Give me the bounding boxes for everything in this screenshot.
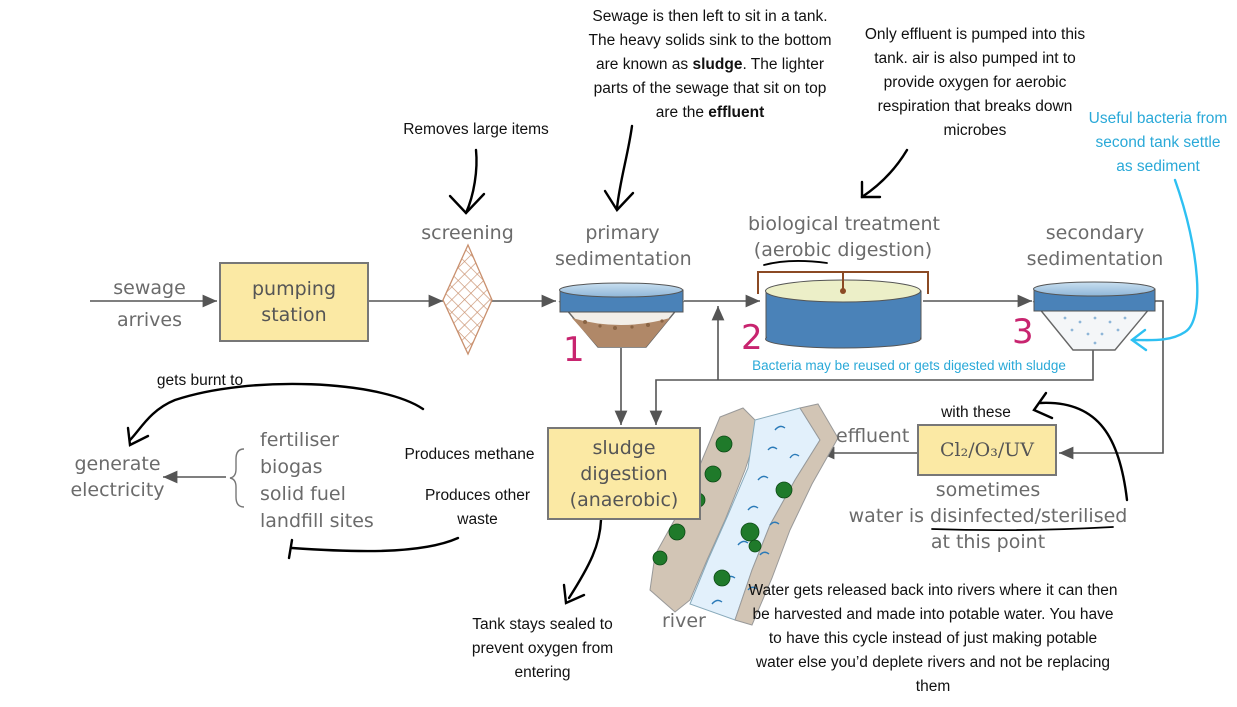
step-number-2: 2 [741, 318, 763, 358]
note-removes-large-items: Removes large items [403, 121, 549, 138]
sludge-digestion-box: sludge digestion (anaerobic) [547, 427, 701, 520]
note-tank-sealed: Tank stays sealed to prevent oxygen from… [471, 616, 614, 681]
label-sometimes: sometimes [935, 479, 1041, 501]
label-aerobic-digestion: (aerobic digestion) [753, 239, 933, 261]
note-bacteria-settle: Useful bacteria from second tank settle … [1088, 110, 1228, 175]
label-at-this-point: at this point [930, 531, 1046, 553]
note-aerobic-tank: Only effluent is pumped into this tank. … [864, 26, 1086, 139]
product-item: solid fuel [260, 483, 346, 505]
note-produces-methane: Produces methane [404, 446, 535, 463]
label-biological-treatment: biological treatment [748, 213, 940, 235]
note-primary-effluent: effluent [708, 104, 765, 121]
label-pumping-station: pumping station [251, 278, 337, 326]
screening-mesh [442, 243, 493, 356]
note-with-these: with these [941, 404, 1011, 421]
product-item: biogas [260, 456, 323, 478]
arrow-gets-burnt [128, 382, 425, 442]
arrow-with-these [1038, 401, 1129, 502]
product-item: fertiliser [260, 429, 339, 451]
step-number-3: 3 [1012, 312, 1034, 352]
arrow-sludge-note [615, 124, 634, 210]
label-sludge-digestion: sludge digestion [580, 436, 668, 485]
annotation-arrows [126, 124, 1129, 605]
flow-arrows [90, 294, 1164, 484]
secondary-tank [1032, 281, 1157, 351]
label-disinfectant: Cl₂/O₃/UV [940, 439, 1034, 461]
note-bacteria-reused: Bacteria may be reused or gets digested … [752, 358, 1066, 373]
disinfection-box: Cl₂/O₃/UV [917, 424, 1057, 476]
river-illustration [649, 403, 839, 626]
label-generate-electricity: generate electricity [70, 453, 165, 501]
step-number-1: 1 [563, 330, 585, 370]
arrow-bacteria-return [649, 350, 1094, 425]
products-brace [229, 448, 245, 508]
note-primary-text-1: Sewage is then left to sit in a tank. Th… [588, 8, 832, 73]
arrow-secondary-to-disinfection [1059, 300, 1164, 460]
note-primary-sludge: sludge [692, 56, 743, 73]
blue-annotation-arrow [1129, 178, 1199, 352]
product-item: landfill sites [260, 510, 374, 532]
label-secondary-sedimentation: secondary sedimentation [1026, 222, 1164, 270]
underline-disinfected [931, 526, 1114, 532]
note-gets-burnt: gets burnt to [156, 372, 244, 389]
arrow-removes-large-items [464, 148, 478, 215]
label-river: river [662, 610, 706, 632]
note-river-release: Water gets released back into rivers whe… [748, 582, 1118, 695]
pumping-station-box: pumping station [219, 262, 369, 342]
arrow-aerobic-note [860, 148, 909, 199]
arrow-tank-sealed [567, 518, 603, 600]
note-primary-sedimentation: Sewage is then left to sit in a tank. Th… [585, 5, 835, 125]
label-sewage-arrives: sewage arrives [113, 277, 186, 331]
note-produces-other-waste: Produces other waste [424, 487, 531, 528]
note-primary-text-2: . The lighter parts of the sewage that s… [593, 56, 827, 121]
label-effluent: effluent [836, 425, 910, 447]
primary-tank [558, 282, 685, 348]
label-water-disinfected: water is disinfected/sterilised [848, 505, 1128, 527]
underline-aerobic [763, 260, 828, 266]
label-anaerobic: (anaerobic) [569, 488, 679, 511]
label-primary-sedimentation: primary sedimentation [555, 222, 692, 270]
arrow-other-waste [290, 536, 460, 553]
biological-tank [757, 271, 929, 349]
label-screening: screening [421, 222, 514, 244]
